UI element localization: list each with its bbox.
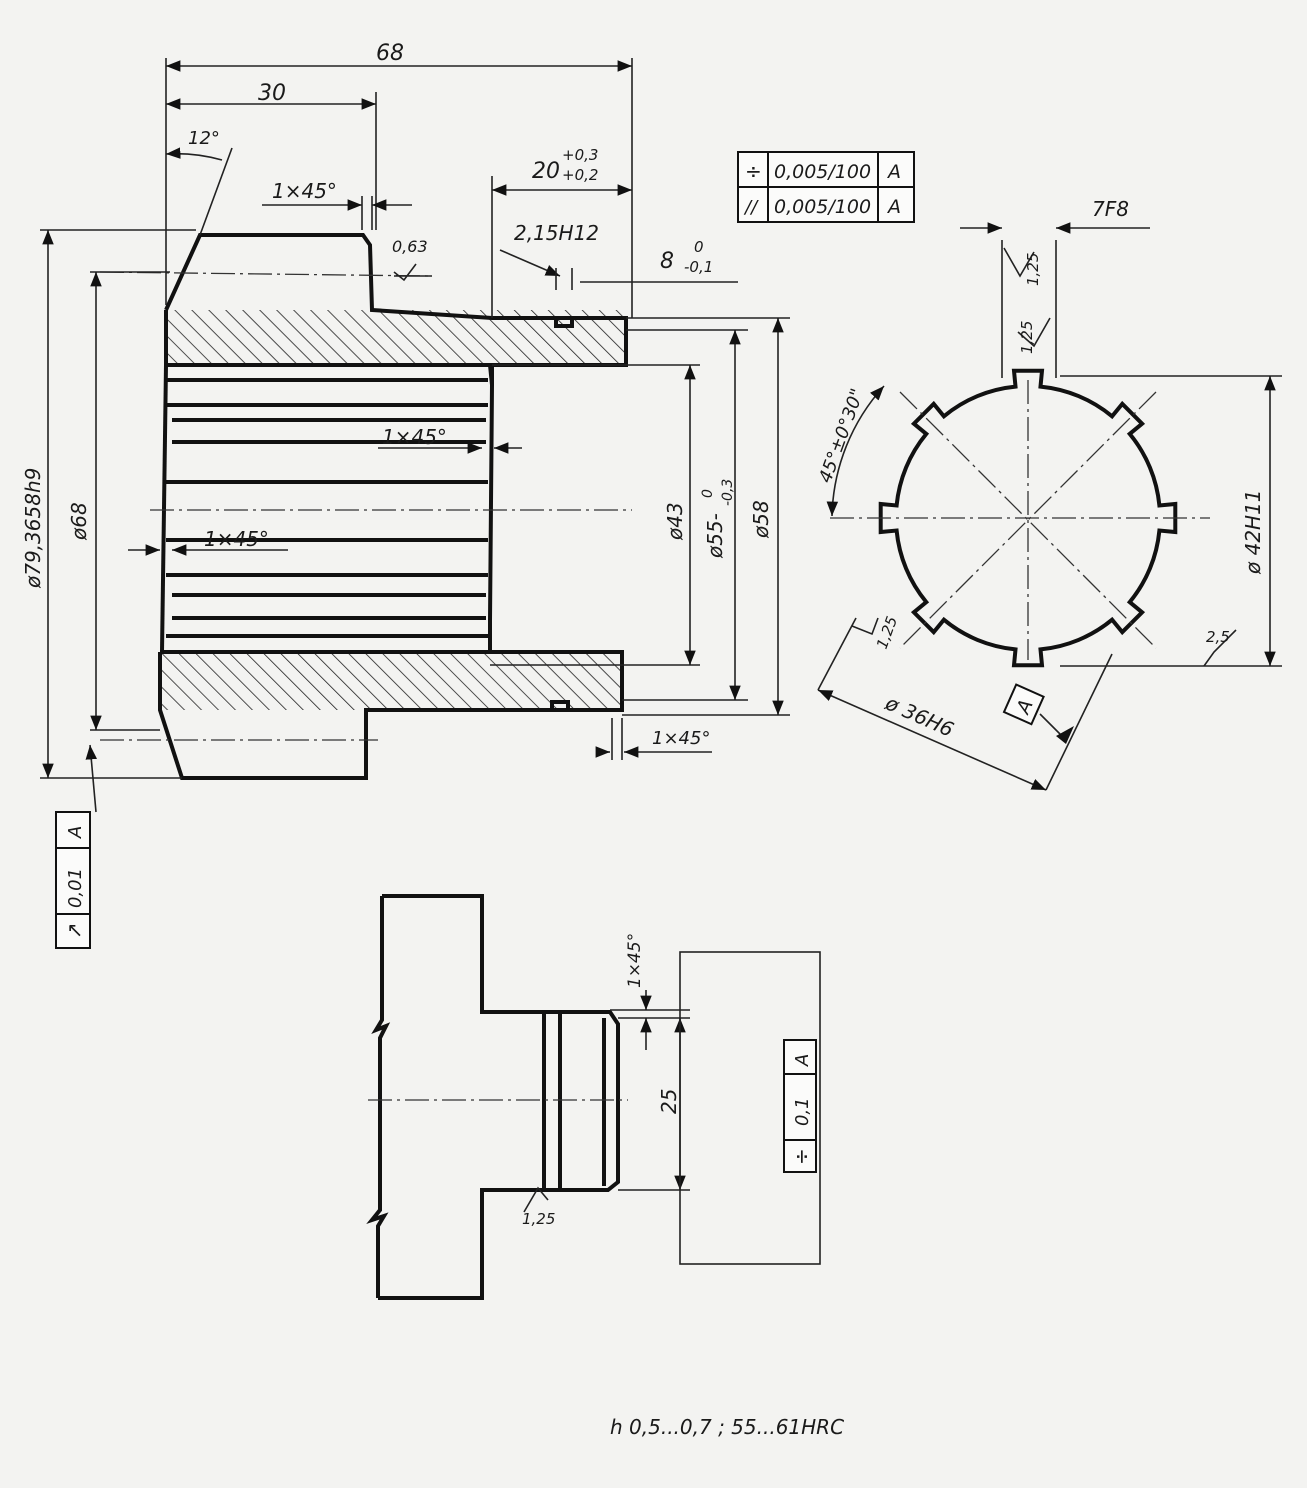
spline-dimension-lines — [817, 222, 1282, 791]
detail-dim-chamfer: 1×45° — [625, 933, 645, 988]
groove-lower — [550, 700, 570, 710]
roughness-top-1: 1,25 — [1024, 253, 1042, 286]
fcf-row1-datum: A — [886, 161, 901, 183]
dim-chamfer-inner-2: 1×45° — [204, 527, 269, 551]
spline-centerline-d2 — [899, 391, 1157, 649]
runout-value: 0,01 — [65, 868, 86, 908]
spline-centerline-d1 — [899, 391, 1157, 649]
dim-bore-55-tol-lower: -0,3 — [720, 479, 736, 506]
dim-bore-55-tol-upper: 0 — [700, 489, 716, 498]
symmetry-small-icon: ÷ — [789, 1148, 813, 1165]
side-section-view: 68 30 12° 1×45° 20 +0,3 +0,2 2,15H12 8 0… — [21, 41, 790, 949]
runout-tolerance-frame: ↗ 0,01 A — [55, 811, 91, 949]
dim-68: 68 — [376, 41, 404, 66]
dim-20: 20 — [532, 159, 560, 184]
spline-bore-lines — [166, 378, 488, 638]
symmetry-tolerance-frame: ÷ 0,1 A — [783, 1039, 817, 1173]
parallelism-icon: // — [743, 197, 759, 218]
left-face — [160, 364, 168, 653]
dim-12deg: 12° — [188, 128, 220, 149]
dim-bore-43: ø43 — [663, 502, 687, 541]
dim-chamfer-bottom: 1×45° — [652, 728, 710, 749]
symmetry-datum: A — [792, 1054, 813, 1067]
dim-20-tol-lower: +0,2 — [562, 166, 598, 184]
datum-a-box: A — [1002, 683, 1045, 726]
roughness-top-2: 1,25 — [1018, 321, 1036, 354]
fcf-row2-value: 0,005/100 — [774, 196, 871, 218]
dim-30: 30 — [258, 81, 286, 106]
dim-bore-58: ø58 — [749, 500, 773, 539]
runout-icon: ↗ — [62, 922, 86, 939]
hardening-note: h 0,5...0,7 ; 55...61HRC — [610, 1415, 844, 1439]
dim-hub-dia: ø68 — [67, 502, 91, 541]
fcf-row2-datum: A — [886, 196, 901, 218]
feature-control-frame: ÷ 0,005/100 A // 0,005/100 A — [737, 151, 915, 223]
dim-chamfer-top: 1×45° — [272, 179, 337, 203]
dim-20-tol-upper: +0,3 — [562, 146, 598, 164]
dim-groove-width: 2,15H12 — [514, 221, 599, 245]
roughness-right: 2,5 — [1206, 628, 1230, 646]
dim-8-tol-lower: -0,1 — [684, 258, 713, 276]
symmetry-value: 0,1 — [792, 1097, 813, 1126]
dim-major-dia: ø 42H11 — [1241, 489, 1265, 575]
spline-end-view: 7F8 1,25 1,25 1,25 2,5 45°±0°30" ø 42H11… — [815, 197, 1282, 791]
symmetry-icon: ÷ — [745, 159, 762, 183]
dim-chamfer-inner-1: 1×45° — [382, 425, 447, 449]
dim-8: 8 — [660, 249, 674, 274]
detail-outline — [378, 894, 620, 1300]
dim-8-tol-upper: 0 — [694, 238, 704, 256]
datum-triangle — [1056, 726, 1074, 744]
dim-key-width: 7F8 — [1092, 197, 1129, 221]
spline-profile — [878, 368, 1178, 668]
fcf-row1-value: 0,005/100 — [774, 161, 871, 183]
runout-datum: A — [65, 826, 86, 839]
dim-bore-55: ø55- — [703, 513, 727, 559]
detail-roughness: 1,25 — [522, 1210, 555, 1228]
groove — [554, 318, 574, 328]
detail-view: 1×45° 25 1,25 ÷ 0,1 A — [366, 894, 821, 1300]
detail-dim-25: 25 — [657, 1089, 681, 1114]
dimension-lines — [40, 58, 790, 813]
lower-wall-hatch — [162, 652, 622, 710]
detail-groove-lines — [542, 1012, 606, 1190]
dim-outer-dia: ø79,3658h9 — [21, 468, 45, 589]
detail-break-top — [366, 896, 391, 1298]
roughness-063: 0,63 — [392, 237, 428, 256]
dim-angle: 45°±0°30" — [815, 386, 868, 486]
detail-dimension-lines — [523, 951, 821, 1265]
